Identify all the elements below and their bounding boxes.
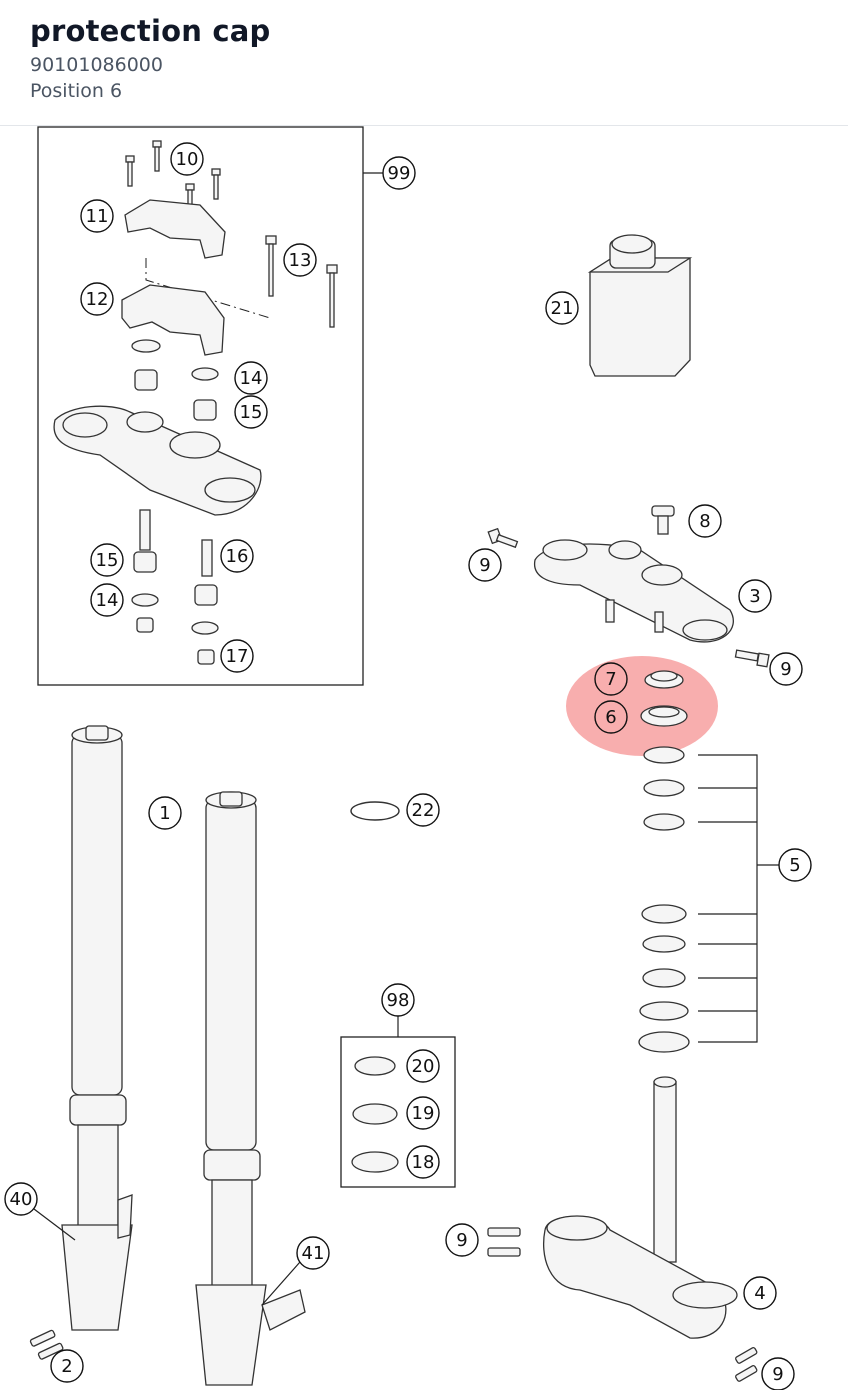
callout-label: 2	[61, 1356, 72, 1377]
handlebar-mount-12	[121, 284, 225, 356]
callout-10[interactable]: 10	[170, 142, 204, 176]
lower-triple-clamp-4	[542, 1076, 738, 1339]
oil-can-21	[587, 234, 693, 377]
part-title: protection cap	[30, 14, 271, 48]
highlight-region	[566, 656, 718, 756]
callout-5[interactable]: 5	[778, 848, 812, 882]
callout-label: 40	[10, 1189, 33, 1210]
callout-label: 99	[388, 163, 411, 184]
callout-99[interactable]: 99	[382, 156, 416, 190]
callout-17[interactable]: 17	[220, 639, 254, 673]
callout-label: 14	[96, 590, 119, 611]
callout-label: 98	[387, 990, 410, 1011]
callout-8[interactable]: 8	[688, 504, 722, 538]
handlebar-clamp-11	[124, 199, 226, 259]
callout-4[interactable]: 4	[743, 1276, 777, 1310]
callout-12[interactable]: 12	[80, 282, 114, 316]
callout-40[interactable]: 40	[4, 1182, 38, 1216]
callout-7[interactable]: 7	[594, 662, 628, 696]
callout-22[interactable]: 22	[406, 793, 440, 827]
callout-14[interactable]: 14	[90, 583, 124, 617]
part-number: 90101086000	[30, 54, 163, 76]
callout-98[interactable]: 98	[381, 983, 415, 1017]
callout-label: 41	[302, 1243, 325, 1264]
bearing-set-5	[638, 746, 780, 1053]
callout-label: 10	[176, 149, 199, 170]
callout-label: 12	[86, 289, 109, 310]
callout-label: 3	[749, 586, 760, 607]
callout-label: 13	[289, 250, 312, 271]
callout-2[interactable]: 2	[50, 1349, 84, 1383]
callout-9[interactable]: 9	[769, 652, 803, 686]
fork-leg-right	[195, 791, 306, 1386]
bolt-9-upper	[487, 527, 519, 549]
callout-16[interactable]: 16	[220, 539, 254, 573]
callout-label: 9	[780, 659, 791, 680]
callout-label: 16	[226, 546, 249, 567]
callout-18[interactable]: 18	[406, 1145, 440, 1179]
bolts-10	[125, 140, 221, 215]
callout-1[interactable]: 1	[148, 796, 182, 830]
callout-41[interactable]: 41	[296, 1236, 330, 1270]
part-header: protection cap 90101086000 Position 6	[0, 0, 848, 126]
callout-label: 1	[159, 803, 170, 824]
protection-cap-6	[640, 705, 688, 727]
callout-label: 19	[412, 1103, 435, 1124]
callout-15[interactable]: 15	[234, 395, 268, 429]
upper-triple-clamp-3	[533, 539, 734, 643]
callout-label: 17	[226, 646, 249, 667]
part-position: Position 6	[30, 80, 123, 102]
bolts-13	[265, 235, 338, 328]
callout-label: 8	[699, 511, 710, 532]
callout-11[interactable]: 11	[80, 199, 114, 233]
callout-13[interactable]: 13	[283, 243, 317, 277]
callout-label: 9	[456, 1230, 467, 1251]
callout-14[interactable]: 14	[234, 361, 268, 395]
callout-label: 6	[605, 707, 616, 728]
callout-label: 15	[240, 402, 263, 423]
o-ring-22	[350, 801, 400, 821]
kit-99-box	[37, 126, 364, 686]
callout-6[interactable]: 6	[594, 700, 628, 734]
bolt-9-right	[734, 649, 770, 668]
fork-leg-1	[61, 725, 133, 1331]
callout-label: 9	[772, 1364, 783, 1385]
protection-cap-7	[644, 670, 684, 689]
callout-label: 9	[479, 555, 490, 576]
callout-label: 20	[412, 1056, 435, 1077]
callout-label: 11	[86, 206, 109, 227]
callout-label: 14	[240, 368, 263, 389]
callout-9[interactable]: 9	[761, 1357, 795, 1390]
callout-label: 21	[551, 298, 574, 319]
callout-20[interactable]: 20	[406, 1049, 440, 1083]
callout-19[interactable]: 19	[406, 1096, 440, 1130]
callout-9[interactable]: 9	[445, 1223, 479, 1257]
callout-label: 15	[96, 550, 119, 571]
callout-label: 7	[605, 669, 616, 690]
callout-label: 5	[789, 855, 800, 876]
callout-21[interactable]: 21	[545, 291, 579, 325]
callout-label: 4	[754, 1283, 765, 1304]
callout-15[interactable]: 15	[90, 543, 124, 577]
callout-9[interactable]: 9	[468, 548, 502, 582]
callout-label: 22	[412, 800, 435, 821]
callout-3[interactable]: 3	[738, 579, 772, 613]
callout-label: 18	[412, 1152, 435, 1173]
